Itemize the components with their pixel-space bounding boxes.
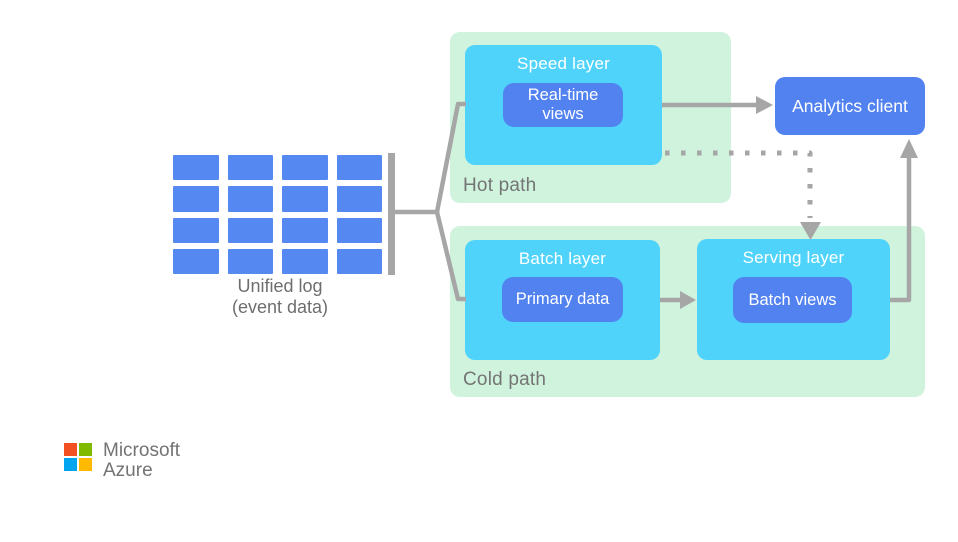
real-time-views-line2: views <box>542 105 584 123</box>
log-cell <box>227 155 273 181</box>
speed-to-serving-dotted-line <box>665 150 813 218</box>
primary-data-box: Primary data <box>502 277 623 322</box>
hot-path-label: Hot path <box>463 175 537 196</box>
serving-layer-title: Serving layer <box>742 248 845 267</box>
log-cell <box>336 248 382 274</box>
logo-text: Microsoft Azure <box>103 441 180 480</box>
log-cell <box>173 155 219 181</box>
log-cell <box>282 217 328 243</box>
log-cell <box>336 155 382 181</box>
speed-to-client-arrowhead <box>756 96 773 114</box>
speed-layer-box: Speed layer Real-time views <box>465 45 662 165</box>
serving-to-client-line <box>890 157 912 303</box>
ms-square-blue <box>64 458 77 471</box>
batch-views-box: Batch views <box>733 277 852 323</box>
speed-to-serving-arrowhead <box>800 222 821 240</box>
unified-log-caption-line1: Unified log <box>237 276 323 296</box>
microsoft-azure-logo: Microsoft Azure <box>64 441 180 480</box>
ms-square-red <box>64 443 77 456</box>
batch-layer-box: Batch layer Primary data <box>465 240 660 360</box>
logo-company: Microsoft <box>103 440 181 461</box>
batch-views-label: Batch views <box>748 290 837 309</box>
batch-layer-title: Batch layer <box>518 249 607 268</box>
log-cell <box>336 186 382 212</box>
speed-layer-title: Speed layer <box>517 54 610 73</box>
ms-square-green <box>79 443 92 456</box>
serving-to-client-arrowhead <box>900 139 918 158</box>
real-time-views-line1: Real-time <box>527 86 599 104</box>
primary-data-label: Primary data <box>515 290 610 308</box>
logo-product: Azure <box>103 460 153 481</box>
analytics-client-label: Analytics client <box>792 95 908 116</box>
cold-path-label: Cold path <box>463 369 547 390</box>
analytics-client-box: Analytics client <box>775 77 925 135</box>
ms-square-yellow <box>79 458 92 471</box>
log-cell <box>227 217 273 243</box>
log-to-batch-line <box>434 211 466 302</box>
microsoft-logo-icon <box>64 443 92 471</box>
real-time-views-box: Real-time views <box>503 83 623 127</box>
log-cell <box>173 217 219 243</box>
log-cell <box>227 248 273 274</box>
log-cell <box>173 186 219 212</box>
log-to-speed-line <box>434 101 466 213</box>
log-cell <box>282 155 328 181</box>
log-cell <box>227 186 273 212</box>
log-cell <box>282 186 328 212</box>
unified-log-end-bar <box>388 153 395 275</box>
log-cell <box>282 248 328 274</box>
unified-log-caption-line2: (event data) <box>231 297 329 317</box>
log-cell <box>173 248 219 274</box>
batch-to-serving-arrowhead <box>680 291 696 309</box>
unified-log-grid <box>173 155 382 274</box>
serving-layer-box: Serving layer Batch views <box>697 239 890 360</box>
unified-log-caption: Unified log (event data) <box>170 276 390 318</box>
log-cell <box>336 217 382 243</box>
